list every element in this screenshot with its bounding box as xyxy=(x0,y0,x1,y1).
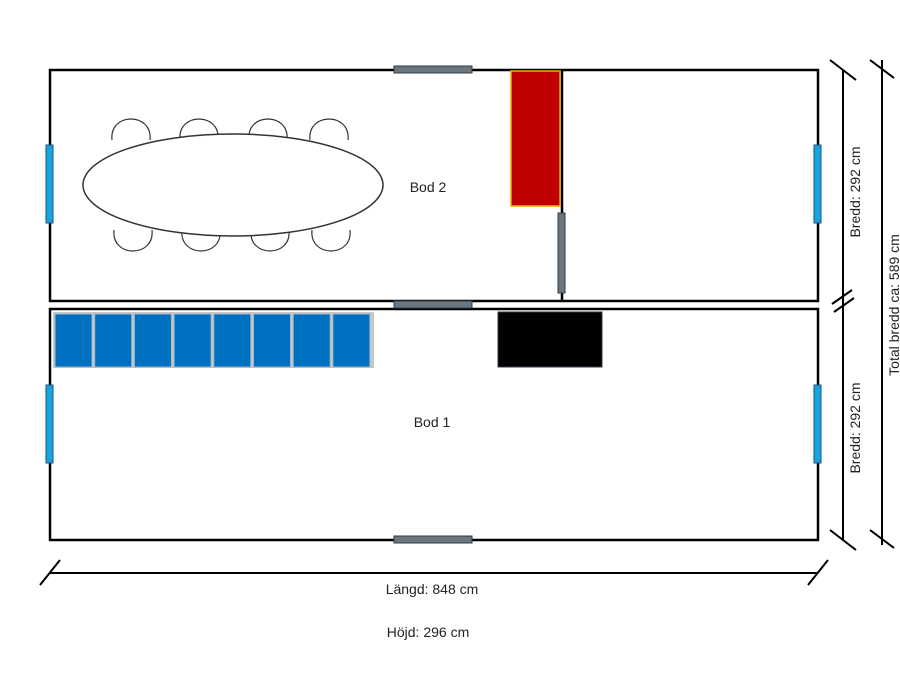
door-bottom xyxy=(393,535,473,544)
height-label: Höjd: 296 cm xyxy=(387,624,469,640)
cabinet xyxy=(94,313,133,368)
red-unit xyxy=(510,70,561,207)
room-label-bod2: Bod 2 xyxy=(410,179,447,195)
dimension-lines xyxy=(39,59,895,586)
chair xyxy=(111,118,151,141)
length-label: Längd: 848 cm xyxy=(386,581,479,597)
door-top xyxy=(393,65,473,74)
width-label-top: Bredd: 292 cm xyxy=(847,146,863,237)
window-right-bottom xyxy=(813,384,822,464)
width-label-bottom: Bredd: 292 cm xyxy=(847,382,863,473)
cabinet xyxy=(173,313,212,368)
room-label-bod1: Bod 1 xyxy=(414,414,451,430)
window-left-top xyxy=(45,144,54,224)
total-width-label: Total bredd ca: 589 cm xyxy=(886,234,900,376)
chair xyxy=(309,118,349,141)
cabinet xyxy=(54,313,93,368)
cabinet xyxy=(213,313,252,368)
cabinet xyxy=(292,313,331,368)
door-middle xyxy=(393,300,473,309)
black-unit xyxy=(497,311,603,368)
chair xyxy=(113,229,153,252)
window-left-bottom xyxy=(45,384,54,464)
chair xyxy=(311,229,351,252)
window-right-top xyxy=(813,144,822,224)
conference-table xyxy=(82,133,384,237)
cabinet xyxy=(133,313,172,368)
cabinet xyxy=(332,313,371,368)
door-interior xyxy=(557,212,566,294)
cabinet xyxy=(253,313,291,368)
